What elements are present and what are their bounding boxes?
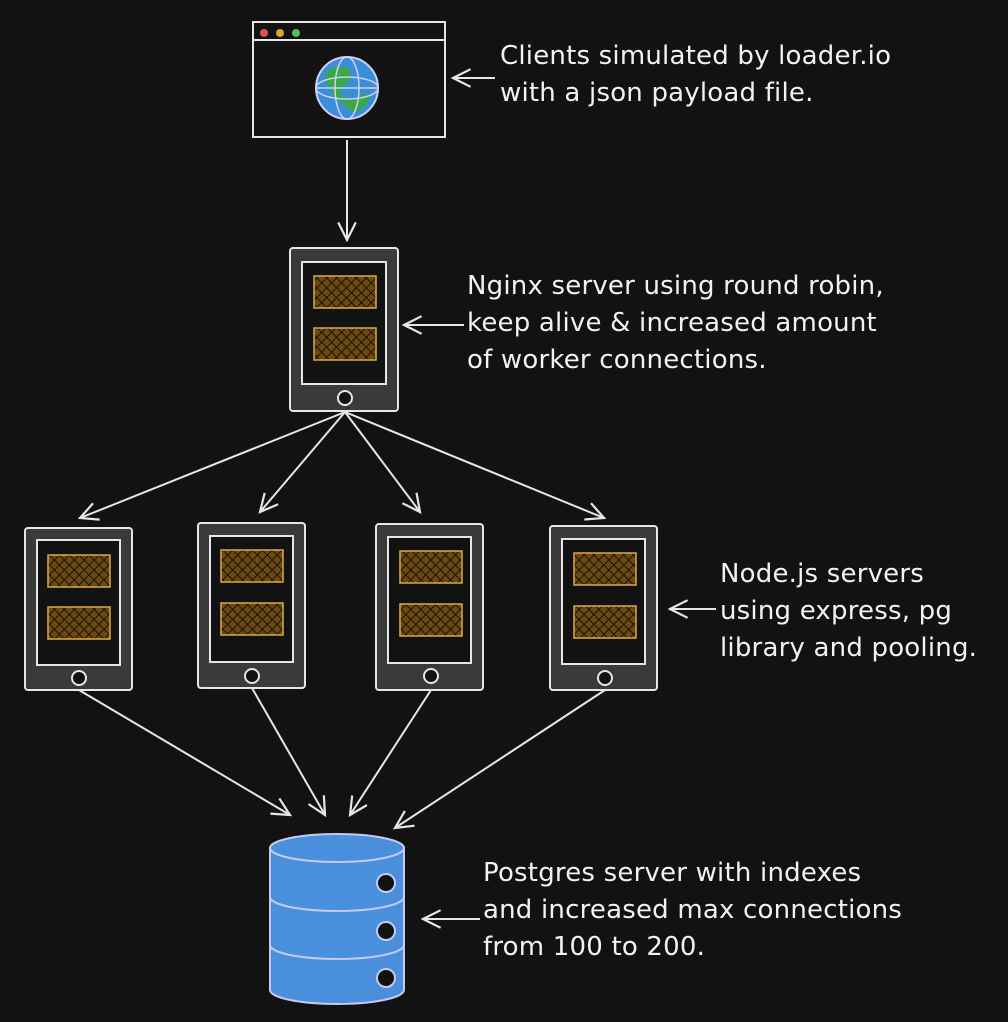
clients-annotation: Clients simulated by loader.io with a js… [500,38,891,112]
node-server-icon [24,527,133,691]
postgres-annotation-line: from 100 to 200. [483,932,706,962]
nginx-server-icon [289,247,399,412]
node-annotation-line: library and pooling. [720,633,978,663]
postgres-annotation-line: and increased max connections [483,895,903,925]
postgres-annotation-line: Postgres server with indexes [483,858,862,888]
arrows-nginx-to-node [80,411,604,518]
arrows-node-to-postgres [78,687,606,828]
browser-window-icon [252,21,446,138]
clients-annotation-line: Clients simulated by loader.io [500,41,892,71]
nginx-annotation-line: Nginx server using round robin, [467,271,884,301]
globe-icon [315,56,379,120]
nginx-annotation-line: keep alive & increased amount [467,308,877,338]
node-annotation: Node.js servers using express, pg librar… [720,556,977,667]
node-server-icon [197,522,306,689]
nginx-annotation: Nginx server using round robin, keep ali… [467,268,884,379]
node-server-icon [375,523,484,691]
postgres-annotation: Postgres server with indexes and increas… [483,855,902,966]
clients-annotation-line: with a json payload file. [500,78,814,108]
node-annotation-line: Node.js servers [720,559,925,589]
nginx-annotation-line: of worker connections. [467,345,767,375]
annotation-arrows [404,78,716,919]
node-annotation-line: using express, pg [720,596,953,626]
node-server-icon [549,525,658,691]
database-icon [269,833,405,1005]
